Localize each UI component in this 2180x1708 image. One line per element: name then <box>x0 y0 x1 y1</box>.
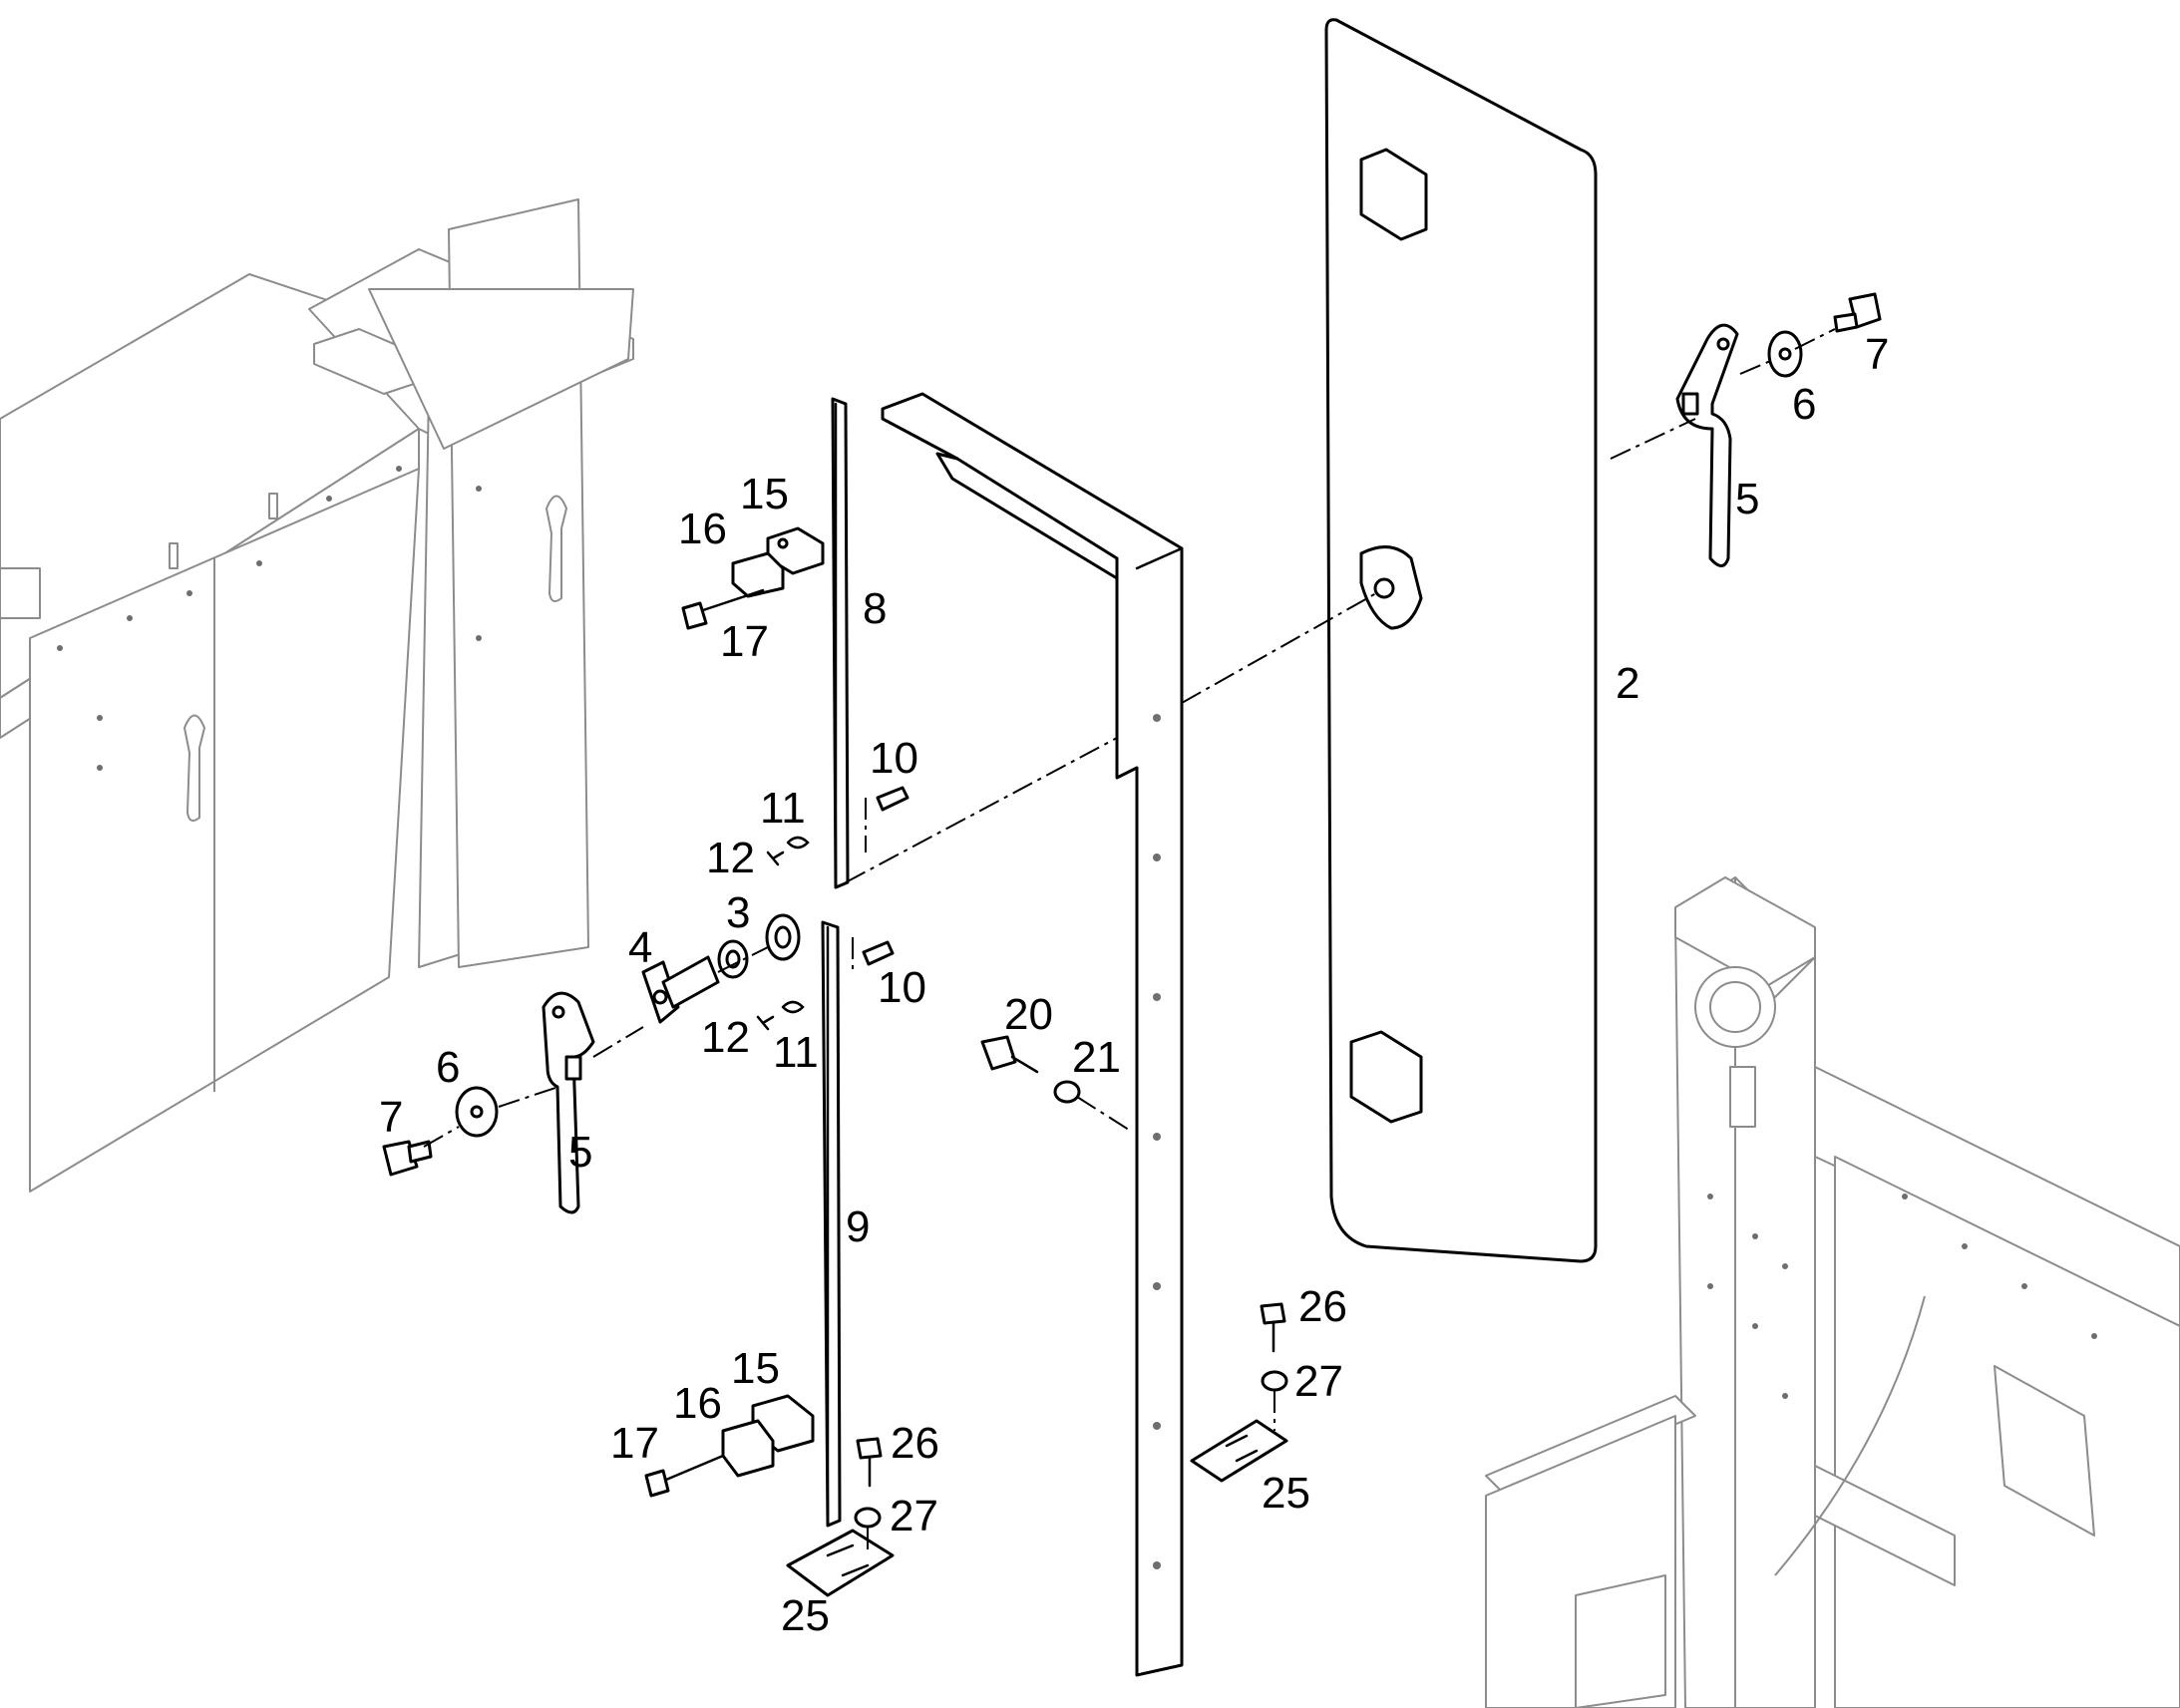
label-screw-lower: 17 <box>610 1419 659 1468</box>
stud-left <box>856 1437 883 1488</box>
screw-upper <box>681 588 765 630</box>
upright-frame <box>881 392 1184 1677</box>
label-plate-left: 25 <box>781 1591 830 1640</box>
screw-lower <box>644 1454 725 1498</box>
leader-lines <box>423 328 1836 1555</box>
label-frame-bolt: 20 <box>1004 990 1053 1039</box>
label-cotter-lower: 12 <box>701 1013 750 1062</box>
pin-lower <box>862 940 895 966</box>
label-washer-left: 6 <box>436 1043 460 1092</box>
nut-left <box>854 1507 882 1529</box>
label-washer-right: 6 <box>1792 380 1816 429</box>
label-pin-lower: 10 <box>878 963 926 1012</box>
bolt-right <box>1833 292 1882 333</box>
clip-upper <box>786 836 810 850</box>
label-block-lower: 15 <box>731 1344 780 1393</box>
label-stud-left: 26 <box>891 1419 939 1468</box>
spacer-upper <box>731 551 785 598</box>
label-cotter-upper: 12 <box>706 834 755 882</box>
label-spacer-lower: 16 <box>673 1379 722 1428</box>
label-clip-lower: 11 <box>773 1028 819 1077</box>
label-block-upper: 15 <box>740 470 789 518</box>
label-spacer-upper: 16 <box>678 505 727 553</box>
label-bolt-left: 7 <box>379 1093 403 1142</box>
background-cabinet-left <box>0 198 634 1193</box>
label-upper-bar: 8 <box>863 584 887 633</box>
washer-right <box>1767 330 1803 378</box>
label-pin-upper: 10 <box>870 734 918 783</box>
nut-right <box>1261 1370 1288 1392</box>
label-screw-upper: 17 <box>720 617 769 666</box>
label-clip-upper: 11 <box>760 784 806 833</box>
mount-plate-right <box>1190 1419 1288 1483</box>
lower-bar <box>821 920 842 1528</box>
label-handle-right: 5 <box>1735 475 1759 523</box>
label-handle-left: 5 <box>568 1128 592 1177</box>
frame-washer <box>1053 1080 1081 1104</box>
latch-pin <box>641 955 720 1024</box>
stud-right <box>1260 1302 1286 1353</box>
label-bushing: 3 <box>726 888 750 937</box>
door-panel <box>1324 18 1598 1263</box>
label-stud-right: 26 <box>1298 1282 1347 1331</box>
label-bolt-right: 7 <box>1865 330 1889 379</box>
upper-bar <box>831 397 850 889</box>
bolt-left <box>382 1140 433 1177</box>
label-frame-washer: 21 <box>1072 1033 1121 1082</box>
washer-left <box>455 1086 499 1138</box>
spacer-lower <box>721 1419 775 1478</box>
pin-upper <box>876 786 909 812</box>
latch-handle-left <box>542 991 595 1214</box>
cotter-upper <box>766 851 785 866</box>
latch-handle-right <box>1675 323 1739 567</box>
label-nut-left: 27 <box>890 1492 938 1540</box>
label-nut-right: 27 <box>1294 1357 1343 1406</box>
label-latch-pin: 4 <box>628 923 652 972</box>
background-frame-right <box>1485 876 2180 1708</box>
clip-lower <box>781 1000 805 1014</box>
frame-bolt <box>980 1035 1039 1074</box>
label-lower-bar: 9 <box>846 1202 870 1251</box>
cotter-lower <box>756 1015 775 1031</box>
label-door-panel: 2 <box>1616 659 1639 708</box>
part-labels: 2 3 4 5 5 6 6 7 7 8 9 10 10 11 11 12 12 … <box>379 330 1889 1640</box>
label-plate-right: 25 <box>1262 1469 1310 1518</box>
mount-plate-left <box>786 1529 895 1597</box>
